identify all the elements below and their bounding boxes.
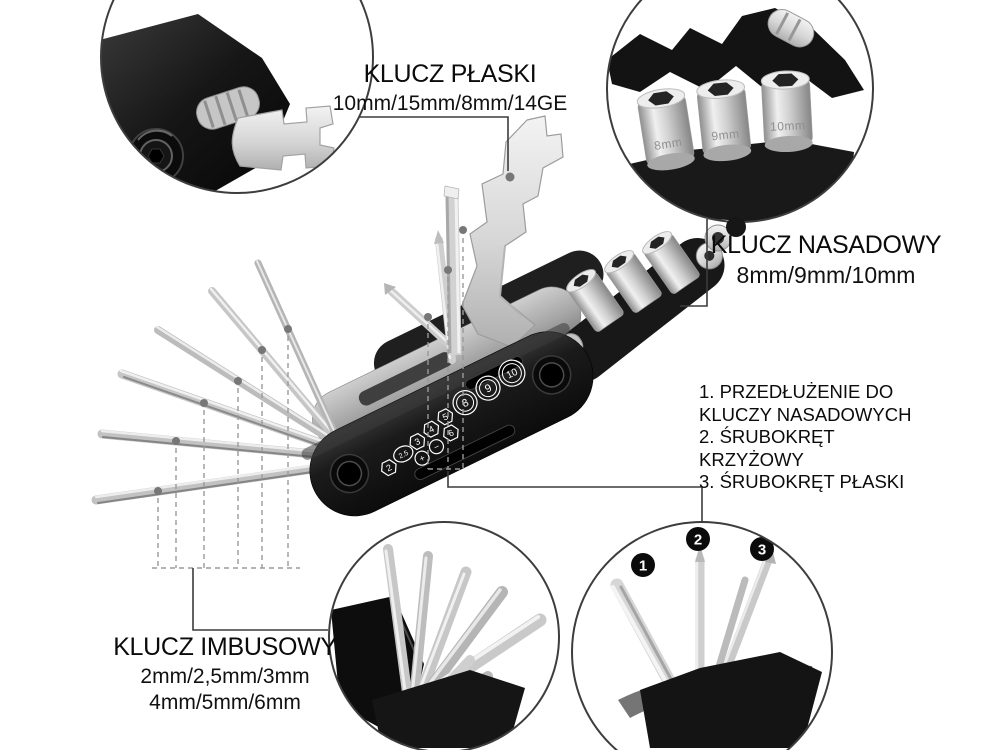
inset-sockets-content: 8mm 9mm 10mm <box>607 8 864 222</box>
callout-socket-wrench-sizes: 8mm/9mm/10mm <box>736 262 916 288</box>
callout-flat-wrench-title: KLUCZ PŁASKI <box>363 60 537 88</box>
marker-10: 10 <box>505 366 520 381</box>
marker-2: 2 <box>384 462 393 473</box>
inset-flat-wrench-content <box>101 14 335 193</box>
phillips-tip <box>695 545 705 562</box>
callout-hex-wrench-title: KLUCZ IMBUSOWY <box>113 633 337 661</box>
leader-hex-keys <box>192 568 328 631</box>
marker-flat: − <box>432 441 441 452</box>
flat-wrench-plate <box>461 115 564 348</box>
handle-base <box>640 652 822 748</box>
mounted-sockets <box>566 217 746 332</box>
dashed-guides <box>152 238 464 569</box>
socket-label-10mm: 10mm <box>770 118 806 134</box>
marker-phillips: + <box>418 453 427 464</box>
leader-flat-wrench <box>359 116 509 171</box>
socket-label-8mm: 8mm <box>653 135 683 153</box>
hex-wrench-sizes-line-2: 4mm/5mm/6mm <box>149 691 301 714</box>
leader-bits <box>447 471 703 521</box>
callout-hex-wrench: KLUCZ IMBUSOWY 2mm/2,5mm/3mm 4mm/5mm/6mm <box>100 633 350 716</box>
badge-1-circle <box>631 553 655 577</box>
badge-1: 1 <box>639 558 647 575</box>
inset-bits-content: 1 2 3 <box>610 527 822 748</box>
marker-2-5: 2.5 <box>398 450 410 461</box>
hex-wrench-sizes-line-1: 2mm/2,5mm/3mm <box>140 665 310 688</box>
marker-5: 5 <box>441 411 450 422</box>
leader-socket-wrench <box>680 219 708 307</box>
flat-wrench-dot <box>505 172 515 182</box>
extras-list-line-2: KLUCZY NASADOWYCH <box>699 403 912 425</box>
marker-4: 4 <box>427 424 436 435</box>
callout-socket-wrench: KLUCZ NASADOWY 8mm/9mm/10mm <box>705 231 947 289</box>
callout-hex-wrench-sizes: 2mm/2,5mm/3mm 4mm/5mm/6mm <box>100 664 350 716</box>
extras-list-line-1: 1. PRZEDŁUŻENIE DO <box>699 381 894 402</box>
hex-keys <box>91 259 352 505</box>
chain-tool-pin <box>767 9 815 48</box>
extras-list-line-3: 2. ŚRUBOKRĘT KRZYŻOWY <box>699 426 835 470</box>
marker-3: 3 <box>413 436 422 447</box>
inset-flat-wrench-circle <box>100 0 374 194</box>
socket-cylinder-8mm: 8mm <box>636 88 695 171</box>
extras-list-line-4: 3. ŚRUBOKRĘT PŁASKI <box>699 471 905 493</box>
hex-key-top-face <box>443 185 460 200</box>
measure-dots <box>154 172 515 495</box>
flat-wrench-blade <box>231 105 335 171</box>
badge-3: 3 <box>758 542 766 559</box>
inset-circles <box>100 0 874 750</box>
marker-9: 9 <box>483 382 494 395</box>
inset-hex-keys-content <box>331 544 547 748</box>
handle-base <box>372 670 525 748</box>
multi-tool-body: 2 2.5 3 + 4 − 5 6 8 9 10 <box>301 322 594 517</box>
callout-extras-list: 1. PRZEDŁUŻENIE DO KLUCZY NASADOWYCH 2. … <box>699 381 939 494</box>
socket-label-9mm: 9mm <box>711 126 740 143</box>
inset-bits-circle <box>571 521 833 750</box>
flat-bit-tip <box>384 283 396 295</box>
callout-flat-wrench-sizes: 10mm/15mm/8mm/14GE <box>332 92 568 115</box>
callout-socket-wrench-title: KLUCZ NASADOWY <box>710 231 942 259</box>
callout-flat-wrench: KLUCZ PŁASKI 10mm/15mm/8mm/14GE <box>320 60 580 116</box>
badge-2: 2 <box>694 532 702 549</box>
size-markings: 2 2.5 3 + 4 − 5 6 8 9 10 <box>381 359 526 477</box>
socket-cylinder-9mm: 9mm <box>696 79 752 162</box>
marker-6: 6 <box>447 428 456 439</box>
badge-3-circle <box>750 537 774 561</box>
leader-lines <box>192 116 708 631</box>
marker-8: 8 <box>460 397 471 410</box>
badge-2-circle <box>686 527 710 551</box>
phillips-bit-tip <box>434 230 444 244</box>
bit-number-badges: 1 2 3 <box>631 527 774 577</box>
socket-cylinder-10mm: 10mm <box>760 70 813 153</box>
engraved-spiral-mark <box>101 125 106 151</box>
inset-hex-keys-circle <box>328 521 560 750</box>
